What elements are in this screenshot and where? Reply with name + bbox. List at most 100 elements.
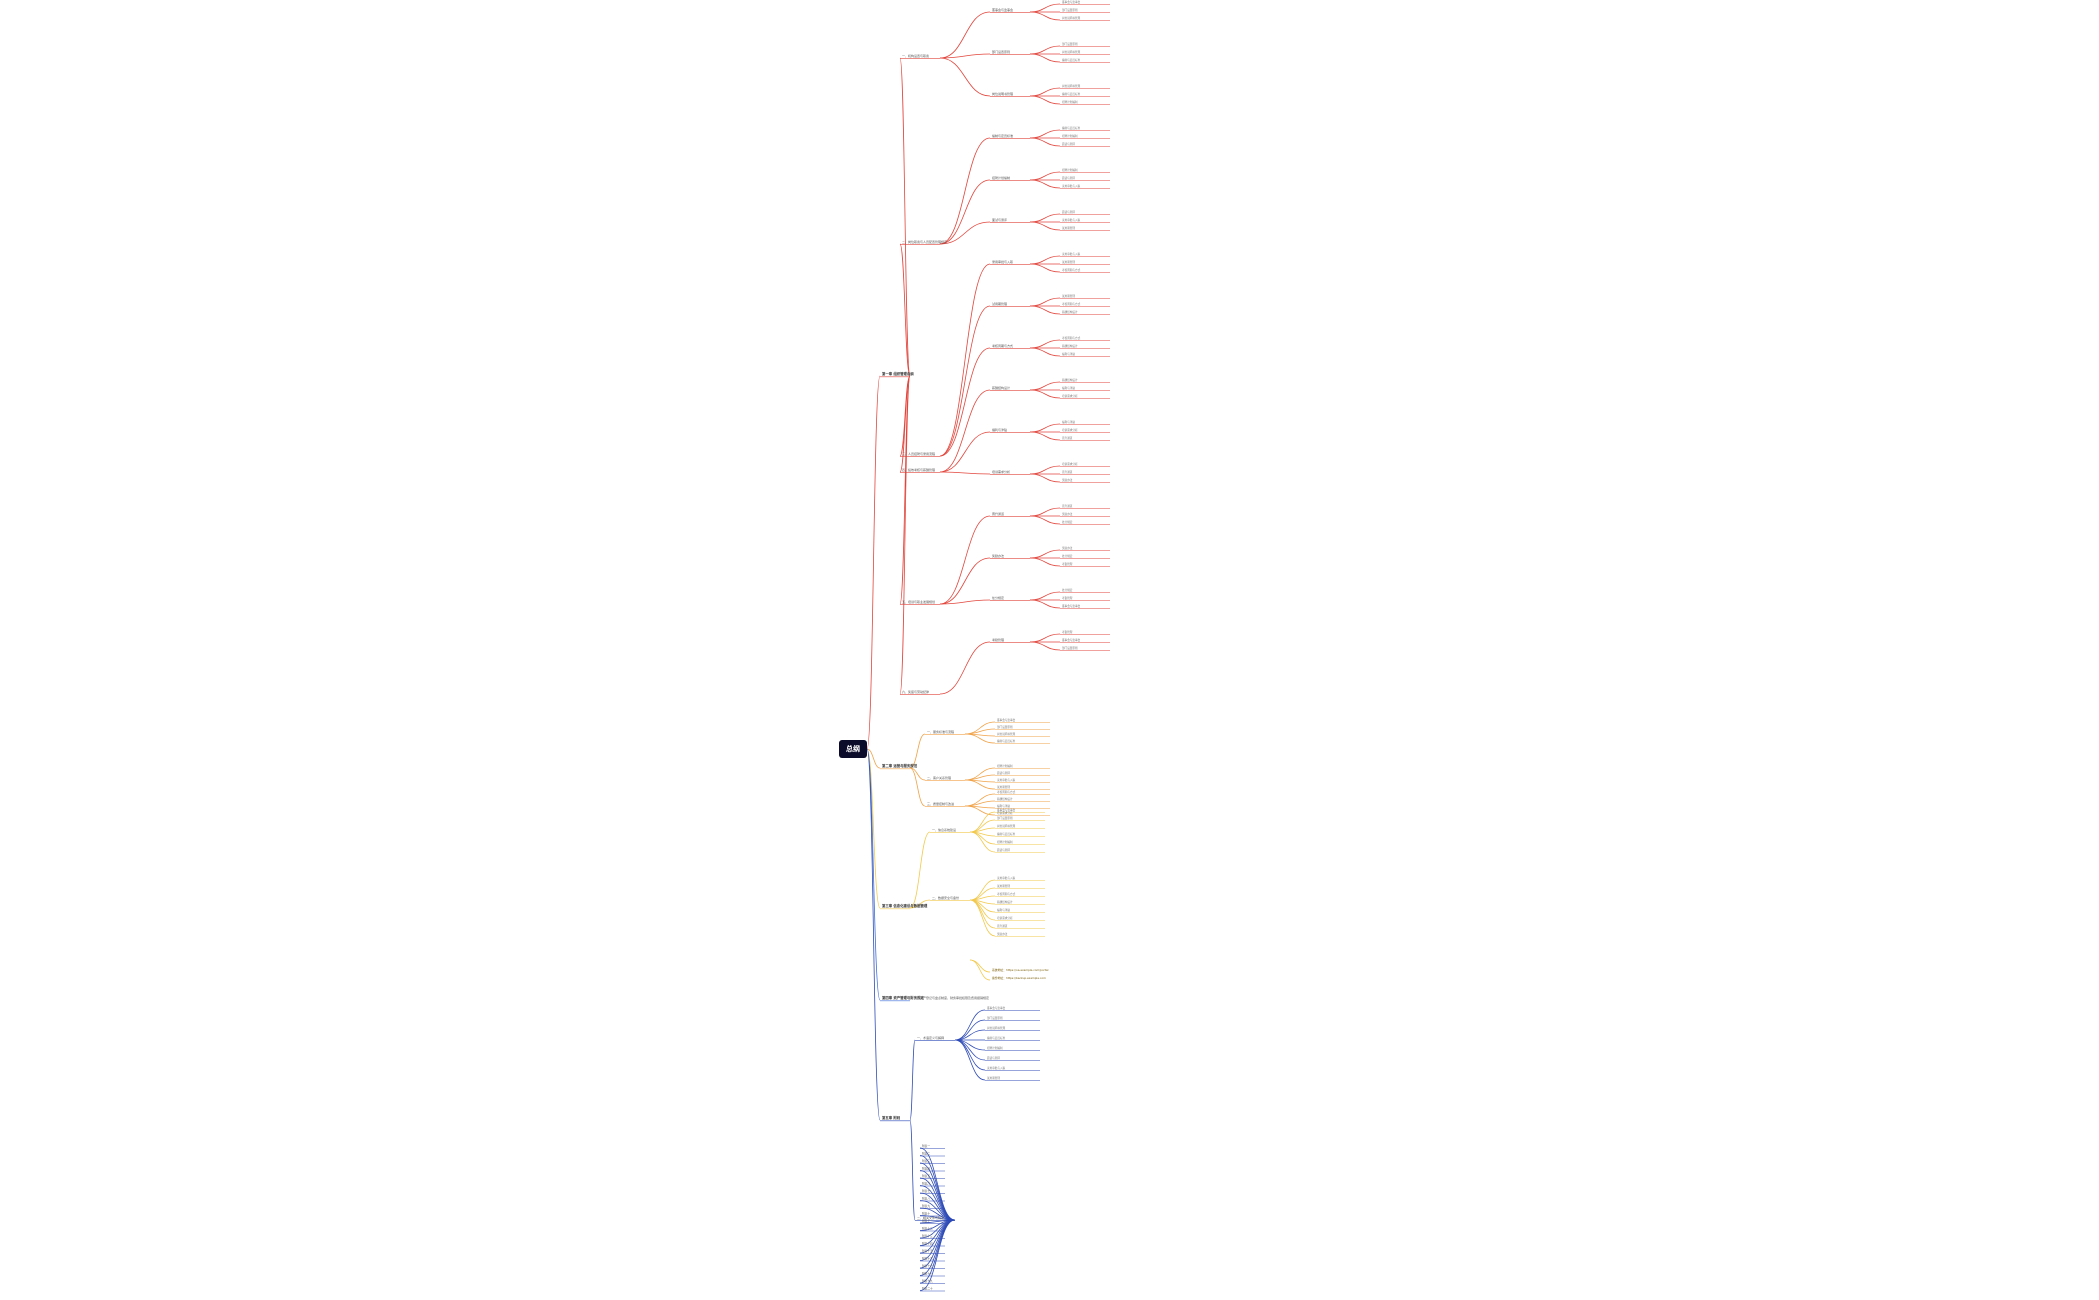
orange-leaf[interactable]: 董事会与监事会	[997, 718, 1016, 722]
navy-sub-1[interactable]: 一、术语定义与解释	[917, 1035, 944, 1040]
red-l3-14[interactable]: 奖励办法	[992, 553, 1004, 558]
red-sub-1[interactable]: 一、机构设置与职责	[902, 53, 929, 58]
orange-leaf[interactable]: 面试与测评	[997, 771, 1010, 775]
red-leaf[interactable]: 部门设置原则	[1062, 8, 1078, 12]
navy-list-item[interactable]: 附表十六	[922, 1257, 933, 1261]
orange-leaf[interactable]: 岗位说明书管理	[997, 732, 1016, 736]
red-leaf[interactable]: 董事会与监事会	[1062, 0, 1081, 4]
red-l3-13[interactable]: 晋升通道	[992, 511, 1004, 516]
red-leaf[interactable]: 试用期管理	[1062, 294, 1075, 298]
orange-leaf[interactable]: 编制与定员标准	[997, 739, 1016, 743]
yellow-leaf[interactable]: 考核周期与方式	[997, 892, 1016, 896]
blue-sub-1[interactable]: 一、资产登记与盘点制度，财务审批权限及费用报销规定	[914, 995, 989, 1000]
root-node[interactable]: 总纲	[839, 740, 867, 758]
red-leaf[interactable]: 部门设置原则	[1062, 42, 1078, 46]
red-sub-5[interactable]: 五、培训与职业发展规划	[902, 599, 935, 604]
red-l3-9[interactable]: 考核周期与方式	[992, 343, 1013, 348]
orange-sub-1[interactable]: 一、服务标准与流程	[927, 729, 954, 734]
navy-list-item[interactable]: 附表十五	[922, 1249, 933, 1253]
navy-list-item[interactable]: 附表十一	[922, 1219, 933, 1223]
red-leaf[interactable]: 招聘计划编制	[1062, 134, 1078, 138]
navy-list-item[interactable]: 附表十	[922, 1212, 930, 1216]
navy-list-item[interactable]: 附表一	[922, 1144, 930, 1148]
red-leaf[interactable]: 处分规定	[1062, 520, 1073, 524]
navy-list-item[interactable]: 附表三	[922, 1159, 930, 1163]
red-leaf[interactable]: 面试与测评	[1062, 176, 1075, 180]
red-leaf[interactable]: 面试与测评	[1062, 210, 1075, 214]
orange-leaf[interactable]: 招聘计划编制	[997, 764, 1013, 768]
yellow-sub-2[interactable]: 二、数据安全与备份	[932, 895, 959, 900]
orange-sub-3[interactable]: 三、质量控制与改进	[927, 801, 954, 806]
yellow-leaf[interactable]: 面试与测评	[997, 848, 1010, 852]
red-leaf[interactable]: 招聘计划编制	[1062, 100, 1078, 104]
navy-sub-2[interactable]: 二、相关文件与附表	[917, 1215, 944, 1220]
yellow-leaf[interactable]: 福利与津贴	[997, 908, 1010, 912]
red-leaf[interactable]: 编制与定员标准	[1062, 58, 1081, 62]
navy-list-item[interactable]: 附表四	[922, 1167, 930, 1171]
red-l3-15[interactable]: 处分规定	[992, 595, 1004, 600]
red-l3-2[interactable]: 部门设置原则	[992, 49, 1010, 54]
red-sub-3[interactable]: 三、人员招聘与录用流程	[902, 451, 935, 456]
navy-list-item[interactable]: 附表二	[922, 1152, 930, 1156]
red-l3-10[interactable]: 薪酬结构设计	[992, 385, 1010, 390]
yellow-leaf[interactable]: 薪酬结构设计	[997, 900, 1013, 904]
red-leaf[interactable]: 薪酬结构设计	[1062, 344, 1078, 348]
branch-4[interactable]: 第四章 资产管理与财务规定	[882, 995, 924, 1000]
red-l3-5[interactable]: 招聘计划编制	[992, 175, 1010, 180]
red-leaf[interactable]: 录用审批与入职	[1062, 184, 1081, 188]
red-l3-3[interactable]: 岗位说明书管理	[992, 91, 1013, 96]
orange-leaf[interactable]: 考核周期与方式	[997, 790, 1016, 794]
red-l3-12[interactable]: 培训需求分析	[992, 469, 1010, 474]
orange-leaf[interactable]: 试用期管理	[997, 785, 1010, 789]
red-leaf[interactable]: 编制与定员标准	[1062, 126, 1081, 130]
red-leaf[interactable]: 岗位说明书管理	[1062, 50, 1081, 54]
orange-leaf[interactable]: 福利与津贴	[997, 804, 1010, 808]
navy-leaf[interactable]: 试用期管理	[987, 1076, 1000, 1080]
navy-list-item[interactable]: 附表十七	[922, 1264, 933, 1268]
yellow-leaf[interactable]: 部门设置原则	[997, 816, 1013, 820]
branch-3[interactable]: 第三章 信息化建设与数据管理	[882, 903, 928, 908]
red-sub-6[interactable]: 六、奖惩与劳动纪律	[902, 689, 929, 694]
red-leaf[interactable]: 部门设置原则	[1062, 646, 1078, 650]
navy-leaf[interactable]: 岗位说明书管理	[987, 1026, 1006, 1030]
red-leaf[interactable]: 培训需求分析	[1062, 428, 1078, 432]
red-leaf[interactable]: 薪酬结构设计	[1062, 378, 1078, 382]
yellow-leaf[interactable]: 编制与定员标准	[997, 832, 1016, 836]
yellow-leaf[interactable]: 试用期管理	[997, 884, 1010, 888]
red-l3-4[interactable]: 编制与定员标准	[992, 133, 1013, 138]
red-leaf[interactable]: 董事会与监事会	[1062, 638, 1081, 642]
red-leaf[interactable]: 福利与津贴	[1062, 420, 1075, 424]
red-leaf[interactable]: 考核周期与方式	[1062, 268, 1081, 272]
yellow-link-2[interactable]: 备份地址：https://backup.example.com	[992, 976, 1046, 980]
red-leaf[interactable]: 录用审批与入职	[1062, 218, 1081, 222]
yellow-sub-1[interactable]: 一、信息系统建设	[932, 827, 956, 832]
orange-leaf[interactable]: 培训需求分析	[997, 811, 1013, 815]
orange-leaf[interactable]: 薪酬结构设计	[997, 797, 1013, 801]
navy-leaf[interactable]: 编制与定员标准	[987, 1036, 1006, 1040]
yellow-leaf[interactable]: 培训需求分析	[997, 916, 1013, 920]
red-leaf[interactable]: 晋升通道	[1062, 504, 1073, 508]
red-leaf[interactable]: 岗位说明书管理	[1062, 16, 1081, 20]
red-leaf[interactable]: 招聘计划编制	[1062, 168, 1078, 172]
red-leaf[interactable]: 奖励办法	[1062, 512, 1073, 516]
navy-list-item[interactable]: 附表十三	[922, 1234, 933, 1238]
yellow-leaf[interactable]: 录用审批与入职	[997, 876, 1016, 880]
red-leaf[interactable]: 录用审批与入职	[1062, 252, 1081, 256]
red-leaf[interactable]: 试用期管理	[1062, 260, 1075, 264]
navy-leaf[interactable]: 部门设置原则	[987, 1016, 1003, 1020]
red-leaf[interactable]: 考勤管理	[1062, 562, 1073, 566]
orange-leaf[interactable]: 录用审批与入职	[997, 778, 1016, 782]
red-leaf[interactable]: 考勤管理	[1062, 596, 1073, 600]
red-leaf[interactable]: 培训需求分析	[1062, 394, 1078, 398]
red-l3-11[interactable]: 福利与津贴	[992, 427, 1007, 432]
navy-leaf[interactable]: 录用审批与入职	[987, 1066, 1006, 1070]
navy-list-item[interactable]: 附表六	[922, 1182, 930, 1186]
yellow-leaf[interactable]: 岗位说明书管理	[997, 824, 1016, 828]
navy-list-item[interactable]: 附表五	[922, 1174, 930, 1178]
yellow-leaf[interactable]: 董事会与监事会	[997, 808, 1016, 812]
red-leaf[interactable]: 福利与津贴	[1062, 386, 1075, 390]
red-l3-16[interactable]: 考勤管理	[992, 637, 1004, 642]
navy-list-item[interactable]: 附表二十	[922, 1287, 933, 1291]
branch-2[interactable]: 第二章 运营与服务规范	[882, 763, 918, 768]
red-l3-1[interactable]: 董事会与监事会	[992, 7, 1013, 12]
